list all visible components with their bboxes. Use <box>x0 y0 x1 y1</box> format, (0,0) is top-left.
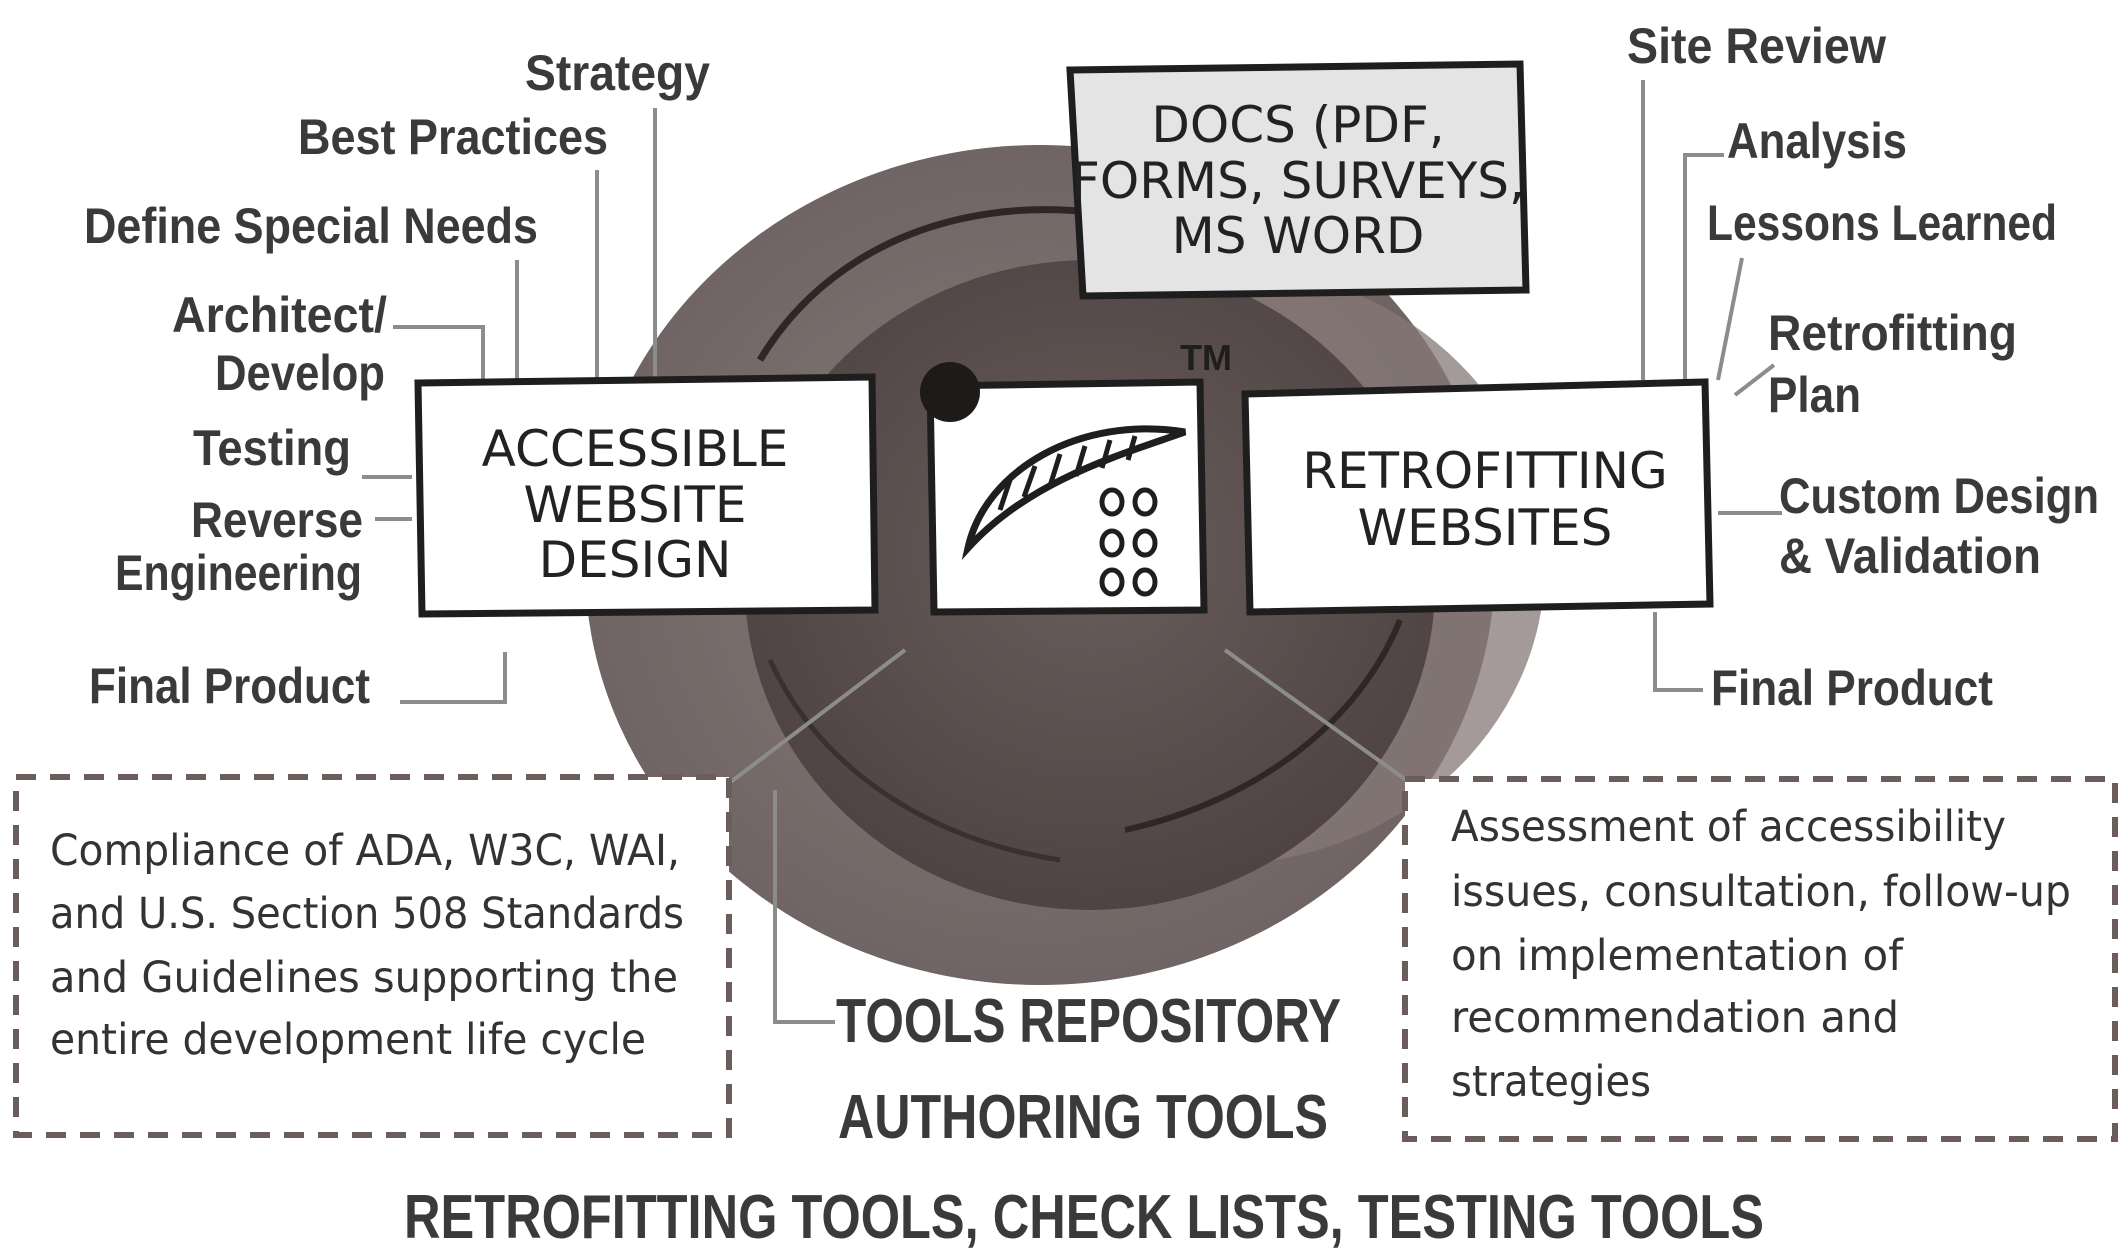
left-note-line-1: Compliance of ADA, W3C, WAI, <box>50 826 680 876</box>
trademark-symbol: TM <box>1180 337 1232 378</box>
right-note-line-1: Assessment of accessibility <box>1451 802 2006 852</box>
leader-lines <box>362 80 1782 1024</box>
left-note-line-3: and Guidelines supporting the <box>50 953 678 1003</box>
left-note-line-4: entire development life cycle <box>50 1015 646 1065</box>
accessible-website-design-box: ACCESSIBLE WEBSITE DESIGN <box>414 373 879 618</box>
docs-line-3: MS WORD <box>1172 207 1425 265</box>
bottom-text: TOOLS REPOSITORY AUTHORING TOOLS RETROFI… <box>404 987 1764 1251</box>
label-reverse: Reverse <box>191 492 363 548</box>
label-final-product-right: Final Product <box>1711 660 1993 716</box>
label-site-review: Site Review <box>1627 18 1886 74</box>
retrofitting-websites-box: RETROFITTING WEBSITES <box>1241 378 1714 616</box>
right-labels: Site Review Analysis Lessons Learned Ret… <box>1627 18 2099 716</box>
label-retrofitting: Retrofitting <box>1768 305 2017 361</box>
right-note-line-5: strategies <box>1451 1057 1651 1107</box>
right-note-box: Assessment of accessibility issues, cons… <box>1402 776 2118 1142</box>
label-validation: & Validation <box>1779 528 2041 584</box>
right-note-line-2: issues, consultation, follow-up <box>1451 867 2071 917</box>
label-develop: Develop <box>215 345 385 401</box>
label-best-practices: Best Practices <box>298 109 608 165</box>
docs-box: DOCS (PDF, FORMS, SURVEYS, MS WORD <box>1066 60 1530 300</box>
left-note-box: Compliance of ADA, W3C, WAI, and U.S. Se… <box>13 774 732 1138</box>
retrofitting-tools-line: RETROFITTING TOOLS, CHECK LISTS, TESTING… <box>404 1183 1764 1251</box>
right-note-line-3: on implementation of <box>1451 931 1904 981</box>
label-define-special-needs: Define Special Needs <box>84 198 538 254</box>
docs-line-2: FORMS, SURVEYS, <box>1071 152 1525 210</box>
right-note-line-4: recommendation and <box>1451 993 1899 1043</box>
label-custom-design: Custom Design <box>1779 468 2099 524</box>
logo-dot-icon <box>920 362 980 422</box>
leaf-icon <box>961 425 1187 560</box>
left-note-line-2: and U.S. Section 508 Standards <box>50 889 684 939</box>
sketch-arc-2 <box>1124 618 1403 833</box>
label-testing: Testing <box>193 420 351 476</box>
label-final-product-left: Final Product <box>89 658 370 714</box>
center-logo: TM <box>920 337 1232 616</box>
tools-repository: TOOLS REPOSITORY <box>836 987 1341 1056</box>
leaf-veins <box>997 435 1138 511</box>
box-retrofitting-line-2: WEBSITES <box>1358 499 1613 557</box>
label-architect: Architect/ <box>172 287 387 343</box>
label-plan: Plan <box>1768 367 1861 423</box>
box-accessible-line-2: WEBSITE <box>523 476 746 534</box>
docs-line-1: DOCS (PDF, <box>1151 96 1444 154</box>
box-accessible-line-3: DESIGN <box>539 531 732 589</box>
left-labels: Strategy Best Practices Define Special N… <box>84 45 710 714</box>
box-accessible-line-1: ACCESSIBLE <box>482 420 789 478</box>
braille-dots-icon <box>1099 487 1158 597</box>
sketch-arc-3 <box>767 658 1061 863</box>
authoring-tools: AUTHORING TOOLS <box>838 1083 1328 1152</box>
label-lessons-learned: Lessons Learned <box>1707 195 2057 251</box>
label-analysis: Analysis <box>1727 113 1907 169</box>
label-engineering: Engineering <box>115 545 362 601</box>
box-retrofitting-line-1: RETROFITTING <box>1302 442 1668 500</box>
label-strategy: Strategy <box>525 45 710 101</box>
